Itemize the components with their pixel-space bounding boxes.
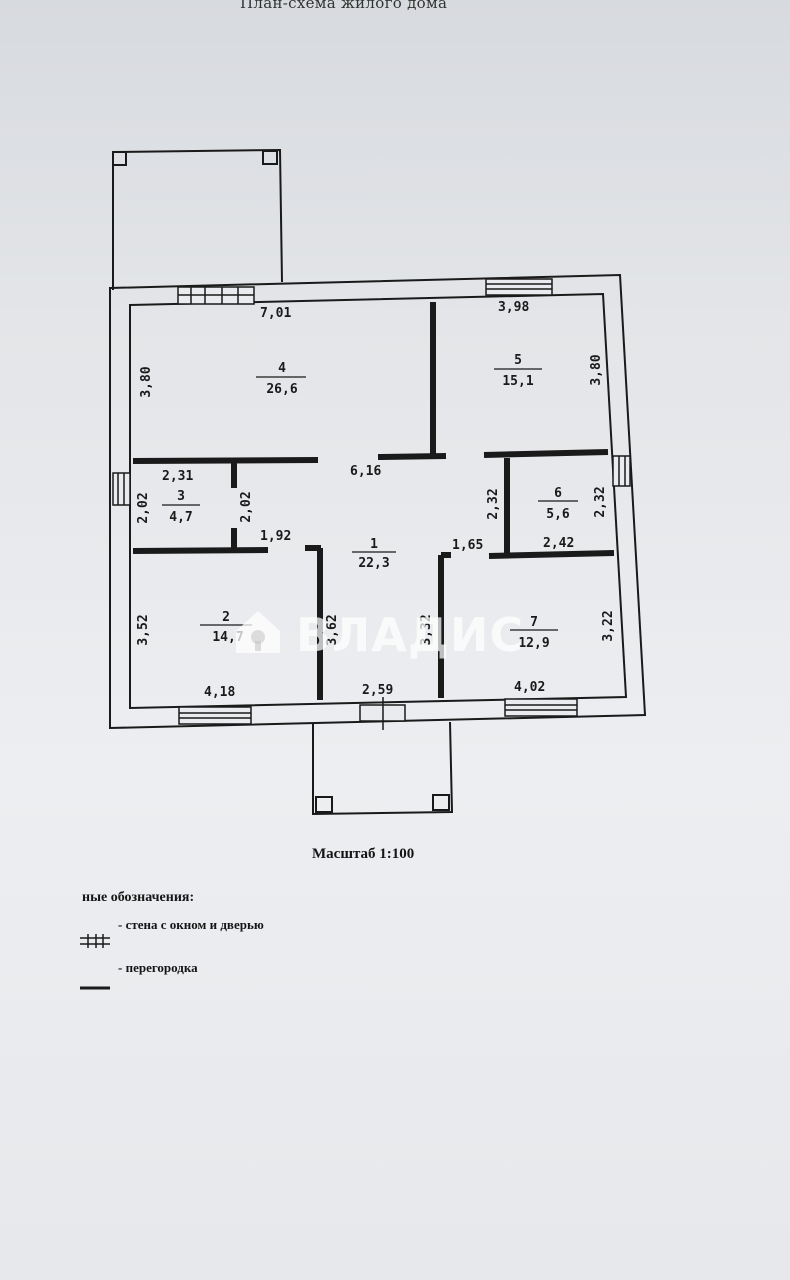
room-area: 12,9 <box>518 636 549 651</box>
dim-room2-height: 3,52 <box>136 614 151 645</box>
room-number: 2 <box>222 610 230 625</box>
entrance-door <box>359 697 406 730</box>
dim-room4-height: 3,80 <box>139 366 154 397</box>
room-area: 14,7 <box>212 630 243 645</box>
room-label-1: 1 22,3 <box>352 537 396 571</box>
watermark-text: ВЛАДИС <box>296 608 525 662</box>
room-label-7: 7 12,9 <box>510 615 558 651</box>
top-terrace <box>112 148 283 290</box>
room-number: 5 <box>514 353 522 368</box>
room-number: 1 <box>370 537 378 552</box>
windows <box>112 278 631 730</box>
room-labels: 1 22,3 2 14,7 3 4,7 4 26,6 5 15,1 6 5,6 <box>162 353 578 651</box>
dim-room5-height: 3,80 <box>589 354 604 385</box>
legend-title: ные обозначения: <box>82 890 195 905</box>
room-number: 4 <box>278 361 286 376</box>
dim-room2-width: 4,18 <box>204 685 235 700</box>
dim-room3-right: 2,02 <box>239 491 254 522</box>
dim-room3-left: 2,02 <box>136 492 151 523</box>
dim-room6-width: 2,42 <box>543 536 574 551</box>
room-number: 7 <box>530 615 538 630</box>
bottom-porch <box>312 721 454 816</box>
room-area: 26,6 <box>266 382 297 397</box>
window-top-left <box>177 286 255 305</box>
dimension-labels: 7,01 3,80 3,98 3,80 2,31 2,02 2,02 6,16 … <box>136 300 616 700</box>
scale-caption: Масштаб 1:100 <box>312 846 415 862</box>
legend-item-partition: - перегородка <box>118 960 198 975</box>
dim-hall-top: 6,16 <box>350 464 381 479</box>
dim-hall-left-height: 3,62 <box>325 614 340 645</box>
dim-room6-right: 2,32 <box>593 486 608 517</box>
room-label-6: 6 5,6 <box>538 486 578 522</box>
legend-symbols <box>80 934 110 990</box>
dim-room7-height: 3,22 <box>601 610 616 641</box>
page-title: План-схема жилого дома <box>240 0 448 12</box>
window-right <box>612 455 631 487</box>
dim-hall-left-gap: 1,92 <box>260 529 291 544</box>
dim-hall-right-gap: 1,65 <box>452 538 483 553</box>
room-number: 3 <box>177 489 185 504</box>
room-label-4: 4 26,6 <box>256 361 306 397</box>
window-left <box>112 472 131 506</box>
room-area: 15,1 <box>502 374 533 389</box>
partitions <box>132 302 615 700</box>
legend-wall-window-door-icon <box>80 934 110 948</box>
dim-hall-bottom: 2,59 <box>362 683 393 698</box>
room-area: 22,3 <box>358 556 389 571</box>
outer-walls <box>109 273 647 730</box>
room-area: 5,6 <box>546 507 570 522</box>
room-label-5: 5 15,1 <box>494 353 542 389</box>
room-label-3: 3 4,7 <box>162 489 200 525</box>
window-bottom-right <box>504 698 578 717</box>
dim-room5-width: 3,98 <box>498 300 529 315</box>
legend-item-wall: - стена с окном и дверью <box>118 917 264 932</box>
dim-hall-right-height: 3,32 <box>419 614 434 645</box>
window-top-right <box>485 278 553 296</box>
dim-room7-width: 4,02 <box>514 680 545 695</box>
window-bottom-left <box>178 706 252 725</box>
room-number: 6 <box>554 486 562 501</box>
dim-room3-width: 2,31 <box>162 469 193 484</box>
dim-room4-width: 7,01 <box>260 306 291 321</box>
watermark-logo-icon <box>236 611 280 653</box>
room-area: 4,7 <box>169 510 192 525</box>
dim-room6-left: 2,32 <box>486 488 501 519</box>
